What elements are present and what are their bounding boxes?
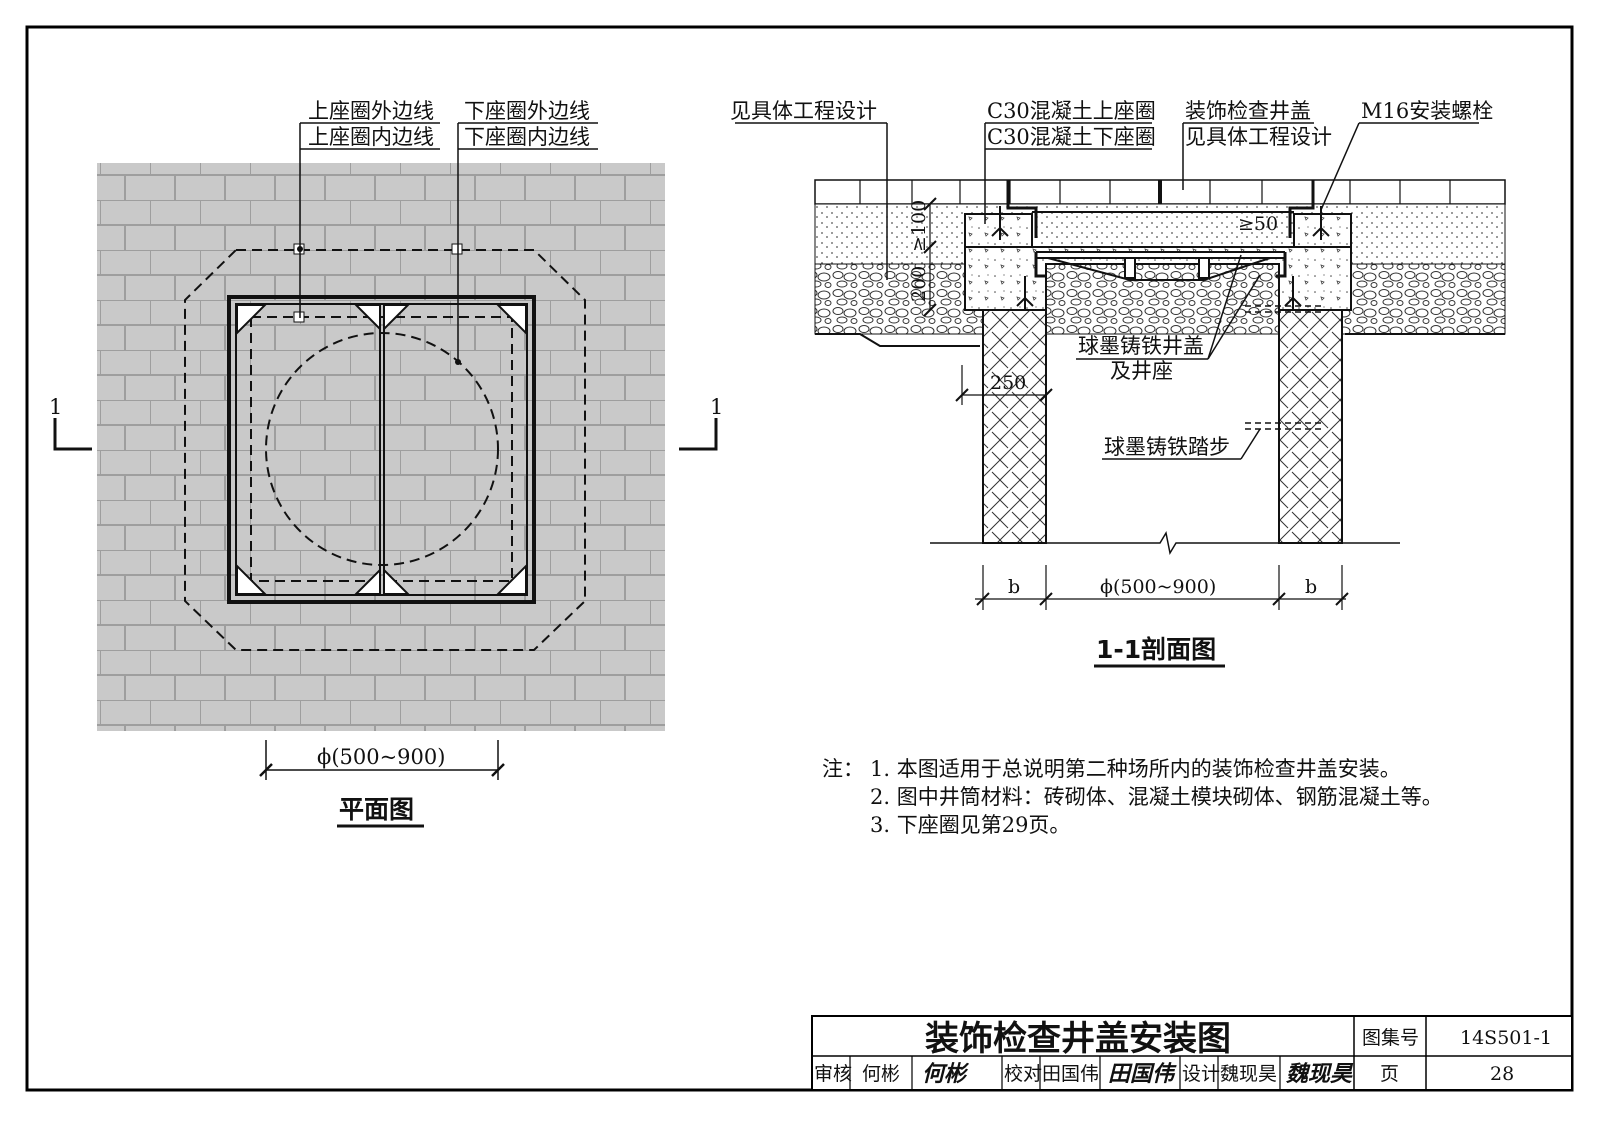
reviewer-signature: 何彬 <box>922 1061 970 1087</box>
notes-prefix: 注： <box>822 757 864 781</box>
label-project-design: 见具体工程设计 <box>730 99 877 123</box>
decorative-cover-frame <box>1006 180 1315 238</box>
page-label: 页 <box>1380 1063 1399 1085</box>
checker-signature: 田国伟 <box>1108 1061 1177 1087</box>
shaft-opening-circle <box>265 332 499 566</box>
well-wall-left <box>982 309 1047 544</box>
dim-250: 250 <box>990 372 1026 394</box>
atlas-label: 图集号 <box>1362 1027 1419 1049</box>
dim-200: 200 <box>908 266 930 302</box>
dim-ge100: ≥100 <box>908 200 930 252</box>
note-2: 2. 图中井筒材料：砖砌体、混凝土模块砌体、钢筋混凝土等。 <box>870 785 1443 809</box>
atlas-number: 14S501-1 <box>1460 1027 1552 1049</box>
title-block: 装饰检查井盖安装图 图集号 14S501-1 页 28 审核 何彬 何彬 校对 … <box>811 1015 1573 1091</box>
review-label: 审核 <box>814 1063 852 1085</box>
dim-diameter: ϕ(500~900) <box>1100 576 1216 598</box>
lower-ring-inner <box>250 316 513 582</box>
plan-dimension-text: ϕ(500~900) <box>317 745 445 769</box>
designer-name: 魏现昊 <box>1220 1063 1277 1085</box>
c30-upper-ring-left <box>964 213 1033 248</box>
label-upper-ring-inner: 上座圈内边线 <box>308 125 434 149</box>
checker-name: 田国伟 <box>1042 1063 1099 1085</box>
label-cast-iron-cover-seat: 及井座 <box>1110 359 1173 383</box>
section-mark-left: 1 <box>49 395 62 419</box>
cast-iron-steps <box>1245 305 1322 430</box>
label-decorative-cover: 装饰检查井盖 <box>1185 99 1311 123</box>
section-mark-right: 1 <box>710 395 723 419</box>
label-lower-ring-outer: 下座圈外边线 <box>464 99 590 123</box>
dim-b-left: b <box>1008 576 1020 598</box>
section-view-title: 1-1剖面图 <box>1096 635 1216 664</box>
corner-brackets <box>236 304 527 595</box>
sheet-border <box>25 25 1574 1092</box>
notes: 注： 1. 本图适用于总说明第二种场所内的装饰检查井盖安装。 2. 图中井筒材料… <box>822 757 1443 837</box>
plan-dimension-line <box>259 740 505 780</box>
label-lower-ring-inner: 下座圈内边线 <box>464 125 590 149</box>
section-cut-marks <box>53 418 718 451</box>
check-label: 校对 <box>1004 1063 1042 1085</box>
dim-ge50: ≥50 <box>1238 213 1278 235</box>
section-leaders <box>735 122 1479 460</box>
dim-b-right: b <box>1305 576 1317 598</box>
label-m16-bolt: M16安装螺栓 <box>1361 99 1493 123</box>
upper-ring-outer <box>227 295 536 604</box>
drawing-title: 装饰检查井盖安装图 <box>925 1019 1231 1059</box>
lower-ring-outer <box>184 249 586 651</box>
upper-ring-inner <box>235 303 528 596</box>
note-3: 3. 下座圈见第29页。 <box>870 813 1070 837</box>
plan-view: 上座圈外边线 上座圈内边线 下座圈外边线 下座圈内边线 1 1 ϕ(500~90… <box>49 99 723 828</box>
label-upper-ring-outer: 上座圈外边线 <box>308 99 434 123</box>
note-1: 1. 本图适用于总说明第二种场所内的装饰检查井盖安装。 <box>870 757 1401 781</box>
plan-leaders <box>299 122 598 362</box>
label-cast-iron-step: 球墨铸铁踏步 <box>1104 435 1230 459</box>
label-decorative-cover-note: 见具体工程设计 <box>1185 125 1332 149</box>
plan-view-title: 平面图 <box>339 795 414 824</box>
label-cast-iron-cover: 球墨铸铁井盖 <box>1078 334 1204 358</box>
section-bottom-dims <box>975 565 1349 610</box>
section-vertical-dims <box>923 197 937 317</box>
m16-bolts <box>991 206 1330 310</box>
section-view: 见具体工程设计 C30混凝土上座圈 C30混凝土下座圈 装饰检查井盖 见具体工程… <box>730 99 1506 668</box>
dim-250-line <box>955 365 1053 405</box>
label-c30-upper-ring: C30混凝土上座圈 <box>987 99 1156 123</box>
page-number: 28 <box>1490 1063 1514 1085</box>
design-label: 设计 <box>1182 1063 1220 1085</box>
well-wall-right <box>1278 309 1343 544</box>
label-c30-lower-ring: C30混凝土下座圈 <box>987 125 1156 149</box>
reviewer-name: 何彬 <box>862 1063 900 1085</box>
designer-signature: 魏现昊 <box>1285 1061 1354 1087</box>
